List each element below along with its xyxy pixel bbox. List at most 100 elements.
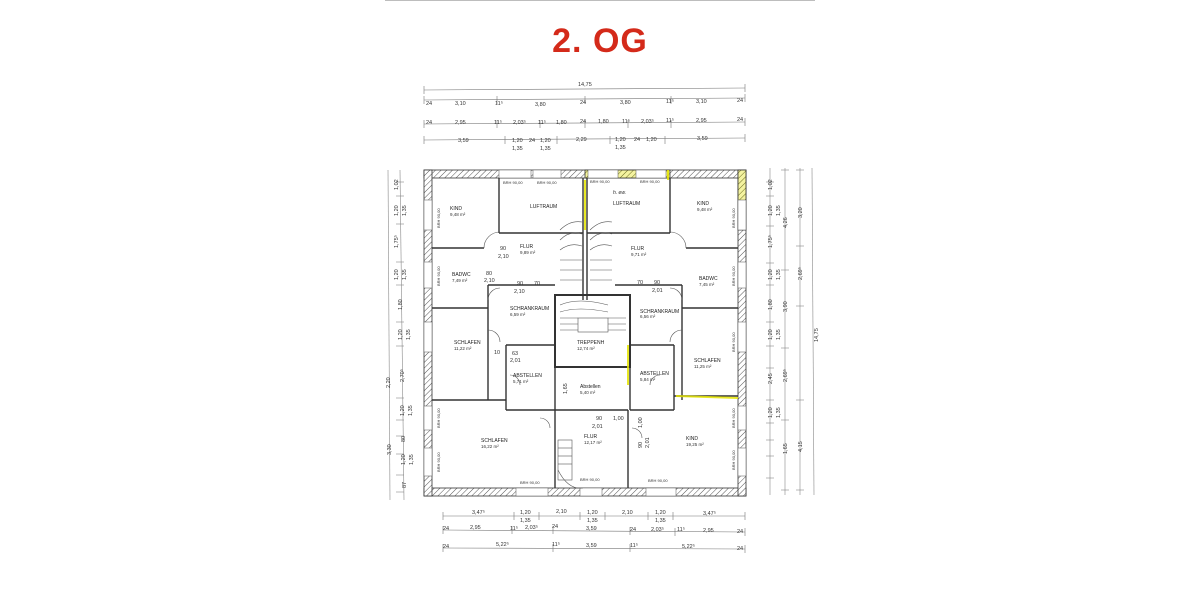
svg-text:1,20: 1,20 bbox=[401, 454, 407, 465]
svg-text:BRH 90,00: BRH 90,00 bbox=[436, 408, 441, 428]
svg-text:1,35: 1,35 bbox=[409, 454, 415, 465]
svg-text:2,95: 2,95 bbox=[455, 120, 466, 126]
top-dimension-chains bbox=[423, 84, 746, 144]
left-dimension-chains bbox=[387, 169, 405, 501]
svg-text:11⁵: 11⁵ bbox=[510, 525, 518, 532]
svg-text:1,75⁵: 1,75⁵ bbox=[393, 235, 400, 248]
svg-text:2,10: 2,10 bbox=[622, 510, 633, 516]
svg-text:90: 90 bbox=[517, 281, 523, 287]
svg-text:2,01: 2,01 bbox=[592, 424, 603, 430]
svg-text:1,00: 1,00 bbox=[638, 417, 644, 428]
svg-text:9,89 m²: 9,89 m² bbox=[520, 250, 536, 255]
staircase-lower bbox=[557, 439, 584, 489]
svg-text:90: 90 bbox=[654, 280, 660, 286]
svg-text:1,20: 1,20 bbox=[646, 137, 657, 143]
svg-text:2,29: 2,29 bbox=[576, 137, 587, 143]
svg-text:7,49 m²: 7,49 m² bbox=[452, 278, 468, 283]
svg-text:11⁵: 11⁵ bbox=[630, 542, 638, 549]
svg-text:1,65: 1,65 bbox=[563, 383, 569, 394]
svg-text:11⁵: 11⁵ bbox=[622, 118, 630, 125]
svg-text:24: 24 bbox=[443, 526, 449, 532]
svg-text:3,47⁵: 3,47⁵ bbox=[472, 509, 485, 516]
svg-text:11⁵: 11⁵ bbox=[677, 526, 685, 533]
svg-text:87: 87 bbox=[402, 482, 408, 488]
svg-text:2,01: 2,01 bbox=[652, 288, 663, 294]
svg-text:BRH 90,00: BRH 90,00 bbox=[520, 480, 540, 485]
svg-text:1,80: 1,80 bbox=[398, 299, 404, 310]
svg-text:5,71 m²: 5,71 m² bbox=[513, 379, 529, 384]
svg-text:BRH 90,00: BRH 90,00 bbox=[731, 266, 736, 286]
svg-text:1,20: 1,20 bbox=[768, 329, 774, 340]
staircase-upper bbox=[559, 221, 613, 281]
svg-text:24: 24 bbox=[443, 544, 449, 550]
svg-text:BRH 90,00: BRH 90,00 bbox=[640, 179, 660, 184]
svg-text:FLUR: FLUR bbox=[584, 434, 597, 440]
svg-text:2,70⁵: 2,70⁵ bbox=[399, 369, 406, 382]
svg-text:11,22 m²: 11,22 m² bbox=[454, 346, 472, 351]
svg-text:90: 90 bbox=[638, 442, 644, 448]
svg-text:BRH 90,00: BRH 90,00 bbox=[580, 477, 600, 482]
svg-text:BRH 90,00: BRH 90,00 bbox=[436, 452, 441, 472]
svg-text:24: 24 bbox=[737, 546, 743, 552]
svg-text:12,17 m²: 12,17 m² bbox=[584, 440, 602, 445]
svg-text:1,35: 1,35 bbox=[540, 146, 551, 152]
svg-text:1,80: 1,80 bbox=[768, 299, 774, 310]
svg-text:FLUR: FLUR bbox=[631, 246, 644, 252]
svg-text:KIND: KIND bbox=[697, 201, 709, 207]
svg-text:3,59: 3,59 bbox=[458, 138, 469, 144]
svg-text:TREPPENH: TREPPENH bbox=[577, 340, 605, 346]
highlighted-walls bbox=[584, 170, 739, 399]
svg-text:24: 24 bbox=[580, 100, 586, 106]
svg-text:1,35: 1,35 bbox=[776, 269, 782, 280]
svg-text:90: 90 bbox=[596, 416, 602, 422]
svg-text:6,56 m²: 6,56 m² bbox=[640, 314, 656, 319]
svg-text:2,03⁵: 2,03⁵ bbox=[525, 524, 538, 531]
svg-text:1,20: 1,20 bbox=[394, 205, 400, 216]
svg-text:KIND: KIND bbox=[450, 206, 462, 212]
svg-text:BRH 90,00: BRH 90,00 bbox=[590, 179, 610, 184]
svg-text:Abstellen: Abstellen bbox=[580, 384, 601, 390]
svg-text:2,10: 2,10 bbox=[484, 278, 495, 284]
svg-text:2,10: 2,10 bbox=[498, 254, 509, 260]
svg-text:90: 90 bbox=[500, 246, 506, 252]
svg-text:1,20: 1,20 bbox=[768, 407, 774, 418]
svg-text:1,20: 1,20 bbox=[540, 138, 551, 144]
svg-text:LUFTRAUM: LUFTRAUM bbox=[530, 204, 557, 210]
svg-text:SCHLAFEN: SCHLAFEN bbox=[481, 438, 508, 444]
svg-text:1,20: 1,20 bbox=[398, 329, 404, 340]
brh-annotations: BRH 90,00 BRH 90,00 BRH 90,00 BRH 90,00 … bbox=[436, 179, 736, 485]
svg-text:2,03⁵: 2,03⁵ bbox=[651, 526, 664, 533]
svg-text:11⁵: 11⁵ bbox=[552, 541, 560, 548]
svg-text:3,10: 3,10 bbox=[696, 99, 707, 105]
svg-text:1,20: 1,20 bbox=[587, 510, 598, 516]
svg-text:1,20: 1,20 bbox=[615, 137, 626, 143]
svg-text:1,20: 1,20 bbox=[520, 510, 531, 516]
svg-text:BADWC: BADWC bbox=[699, 276, 718, 282]
svg-text:24: 24 bbox=[426, 101, 432, 107]
svg-text:3,20: 3,20 bbox=[798, 207, 804, 218]
svg-text:5,22⁵: 5,22⁵ bbox=[682, 543, 695, 550]
svg-text:2,45: 2,45 bbox=[768, 373, 774, 384]
svg-text:2,03⁵: 2,03⁵ bbox=[641, 118, 654, 125]
svg-text:2,01: 2,01 bbox=[645, 437, 651, 448]
svg-text:BRH 90,00: BRH 90,00 bbox=[503, 180, 523, 185]
svg-text:10: 10 bbox=[494, 350, 500, 356]
svg-text:1,35: 1,35 bbox=[587, 518, 598, 524]
svg-text:1,80: 1,80 bbox=[556, 120, 567, 126]
svg-text:24: 24 bbox=[529, 138, 535, 144]
svg-text:3,59: 3,59 bbox=[697, 136, 708, 142]
svg-text:1,02: 1,02 bbox=[394, 179, 400, 190]
svg-text:LUFTRAUM: LUFTRAUM bbox=[613, 201, 640, 207]
room-luftraum-w: LUFTRAUM bbox=[530, 204, 557, 210]
exterior-walls bbox=[423, 169, 747, 497]
svg-text:11⁵: 11⁵ bbox=[666, 117, 674, 124]
svg-text:ABSTELLEN: ABSTELLEN bbox=[513, 373, 542, 379]
